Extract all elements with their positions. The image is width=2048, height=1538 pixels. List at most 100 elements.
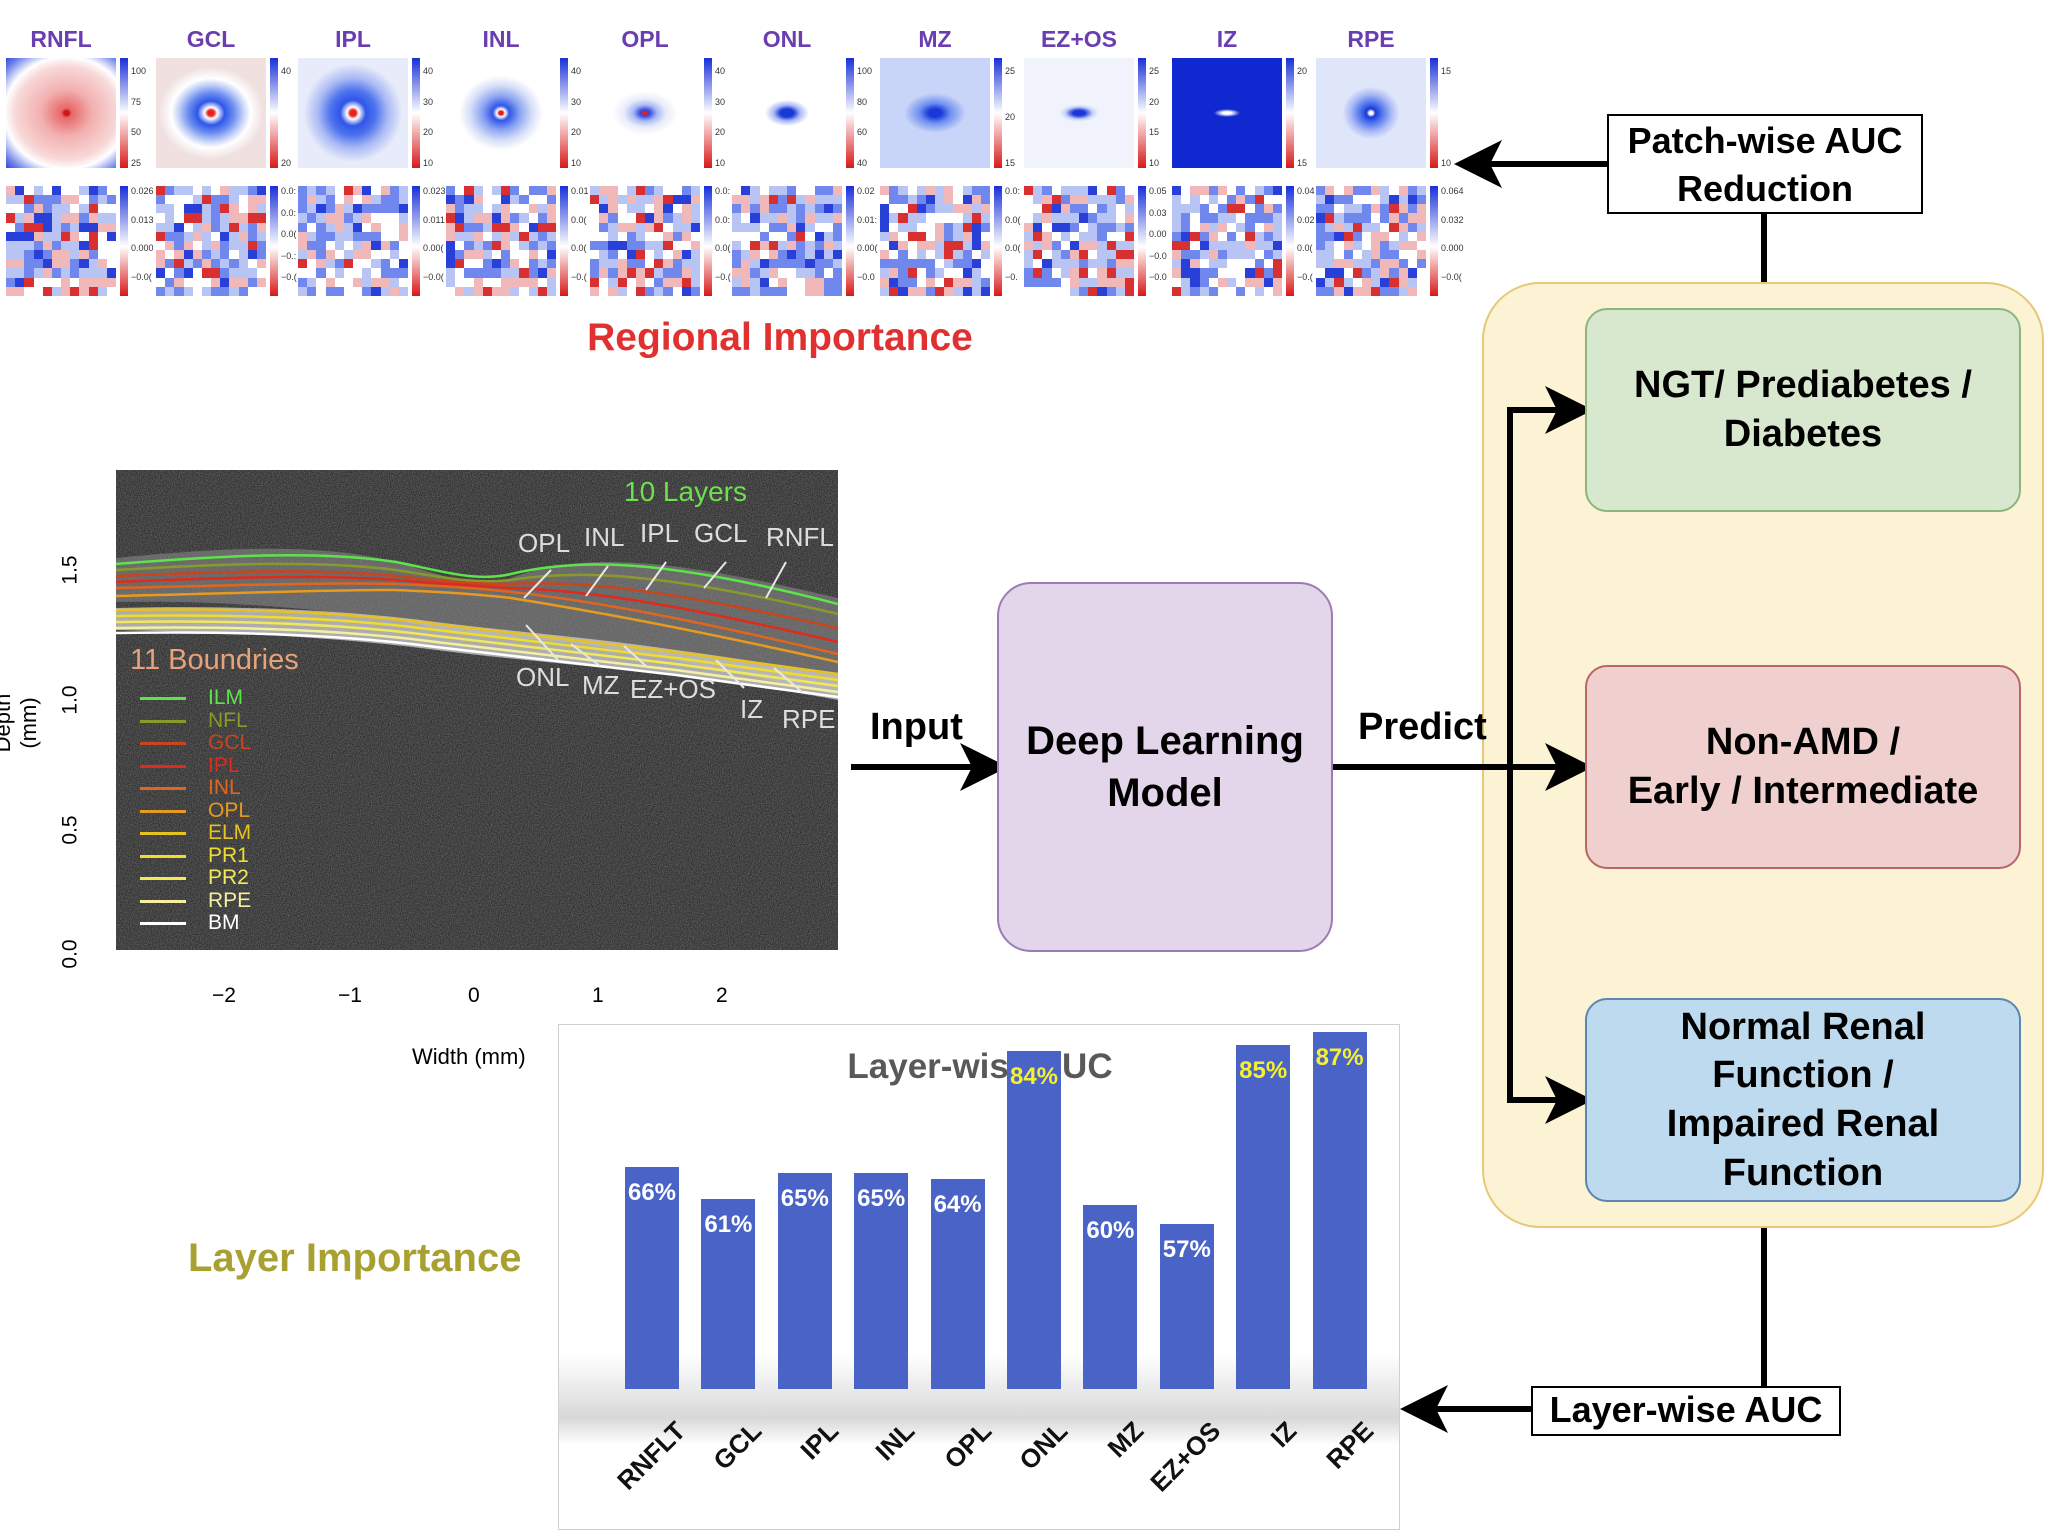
colorbar-tick: −0.0 xyxy=(1149,272,1167,282)
bar-value-label: 60% xyxy=(1086,1217,1135,1244)
heatmap-top xyxy=(1172,58,1282,168)
bar-value-label: 61% xyxy=(704,1210,753,1238)
colorbar-tick: 0.0( xyxy=(571,214,587,225)
amd-line2: Early / Intermediate xyxy=(1627,770,1979,812)
heatmap-top xyxy=(1316,58,1426,168)
heatmap-colorbar xyxy=(412,186,420,296)
heatmap-layer-name: IPL xyxy=(335,26,371,52)
heatmap-bottom xyxy=(880,186,990,296)
legend-label: GCL xyxy=(208,731,252,754)
legend-line xyxy=(140,719,186,723)
oct-boundary-gcl xyxy=(116,570,838,630)
colorbar-tick: 20 xyxy=(423,127,434,138)
legend-label: ILM xyxy=(208,686,244,709)
legend-label: RPE xyxy=(208,888,252,912)
renal-line3: Impaired Renal xyxy=(1666,1103,1940,1145)
colorbar-tick: 30 xyxy=(571,96,582,107)
colorbar-tick: 20 xyxy=(1149,96,1160,107)
colorbar-tick: −0.: xyxy=(281,250,297,261)
oct-boundary-inl xyxy=(116,582,838,656)
colorbar-tick: 0.03 xyxy=(1149,207,1167,218)
colorbar-tick: 10 xyxy=(571,158,582,168)
colorbar-tick: 50 xyxy=(131,127,142,138)
colorbar-tick: 10 xyxy=(715,158,726,168)
colorbar-tick: 15 xyxy=(1297,158,1308,168)
renal-line2: Function / xyxy=(1712,1054,1894,1097)
layer-wise-auc-label: Layer-wise AUC xyxy=(1549,1389,1823,1430)
heatmap-bottom xyxy=(590,186,700,296)
colorbar-tick: 0.01 xyxy=(571,186,589,196)
colorbar-tick: 20 xyxy=(1297,66,1308,76)
amd-outcome-box: Non-AMD /Early / Intermediate xyxy=(1585,665,2021,869)
oct-retina-band xyxy=(116,548,838,695)
heatmap-colorbar xyxy=(1430,186,1438,296)
heatmap-top xyxy=(732,58,842,168)
y-tick-label: 0.5 xyxy=(58,815,82,845)
oct-x-axis-label: Width (mm) xyxy=(412,1044,526,1069)
bar-value-label: 87% xyxy=(1315,1044,1364,1072)
legend-label: NFL xyxy=(208,708,248,732)
legend-label: INL xyxy=(208,776,241,799)
model-line1: Deep Learning xyxy=(1026,719,1304,763)
bar xyxy=(1312,1032,1367,1389)
colorbar-tick: 0.023 xyxy=(423,186,446,196)
colorbar-tick: 20 xyxy=(1005,112,1016,122)
pointer-opl xyxy=(523,569,552,599)
oct-boundary-opl xyxy=(116,588,838,664)
colorbar-tick: 0.064 xyxy=(1441,186,1464,196)
pointer-iz xyxy=(715,659,745,689)
x-tick-label: 2 xyxy=(716,984,728,1007)
heatmap-colorbar xyxy=(1286,186,1294,296)
colorbar-tick: 100 xyxy=(857,66,873,76)
colorbar-tick: 0.00( xyxy=(857,243,878,254)
heatmap-top xyxy=(156,58,266,168)
heatmap-top xyxy=(590,58,700,168)
oct-boundary-bm xyxy=(116,631,838,699)
heatmap-layer-name: OPL xyxy=(621,26,669,52)
colorbar-tick: 0.0: xyxy=(715,186,731,196)
layer-wise-auc-box: Layer-wise AUC xyxy=(1531,1386,1841,1436)
oct-scan-svg xyxy=(116,470,838,950)
legend-line xyxy=(140,742,186,745)
colorbar-tick: 40 xyxy=(423,66,434,76)
x-tick-label: −2 xyxy=(212,984,236,1007)
heatmap-top xyxy=(1024,58,1134,168)
heatmap-bottom xyxy=(156,186,266,296)
colorbar-tick: 15 xyxy=(1005,158,1016,168)
colorbar-tick: −0.( xyxy=(571,272,587,282)
heatmap-colorbar xyxy=(1138,186,1146,296)
legend-line xyxy=(140,764,186,768)
heatmap-colorbar xyxy=(270,186,278,296)
colorbar-tick: 0.000 xyxy=(1441,243,1464,254)
x-tick-label: 1 xyxy=(592,984,604,1007)
colorbar-tick: 0.0( xyxy=(1297,243,1313,254)
colorbar-tick: 25 xyxy=(1149,66,1160,76)
legend-line xyxy=(140,854,186,858)
colorbar-tick: −0.0 xyxy=(1149,250,1167,261)
oct-top-arrow-label: RNFL xyxy=(766,522,834,552)
heatmap-colorbar xyxy=(270,58,278,168)
heatmap-layer-name: EZ+OS xyxy=(1040,26,1118,52)
colorbar-tick: 0.0( xyxy=(281,229,297,239)
y-tick-label: 0.0 xyxy=(58,939,82,969)
legend-label: PR1 xyxy=(208,843,249,867)
oct-top-arrow-label: INL xyxy=(584,522,625,552)
layer-importance-title: Layer Importance xyxy=(188,1236,522,1280)
heatmap-top xyxy=(880,58,990,168)
heatmap-layer-name: RNFL xyxy=(30,26,92,52)
colorbar-tick: −0.0( xyxy=(423,272,444,282)
heatmap-colorbar xyxy=(1138,58,1146,168)
chart-title: Layer-wise AUC xyxy=(847,1047,1113,1086)
colorbar-tick: 0.0( xyxy=(715,243,731,254)
colorbar-tick: 30 xyxy=(423,96,434,107)
colorbar-tick: 10 xyxy=(1441,158,1452,168)
heatmap-colorbar xyxy=(560,186,568,296)
legend-label: ELM xyxy=(208,821,252,844)
colorbar-tick: 75 xyxy=(131,96,142,107)
bar-value-label: 84% xyxy=(1009,1063,1059,1091)
oct-bottom-arrow-label: IZ xyxy=(740,694,764,724)
heatmap-colorbar xyxy=(704,186,712,296)
